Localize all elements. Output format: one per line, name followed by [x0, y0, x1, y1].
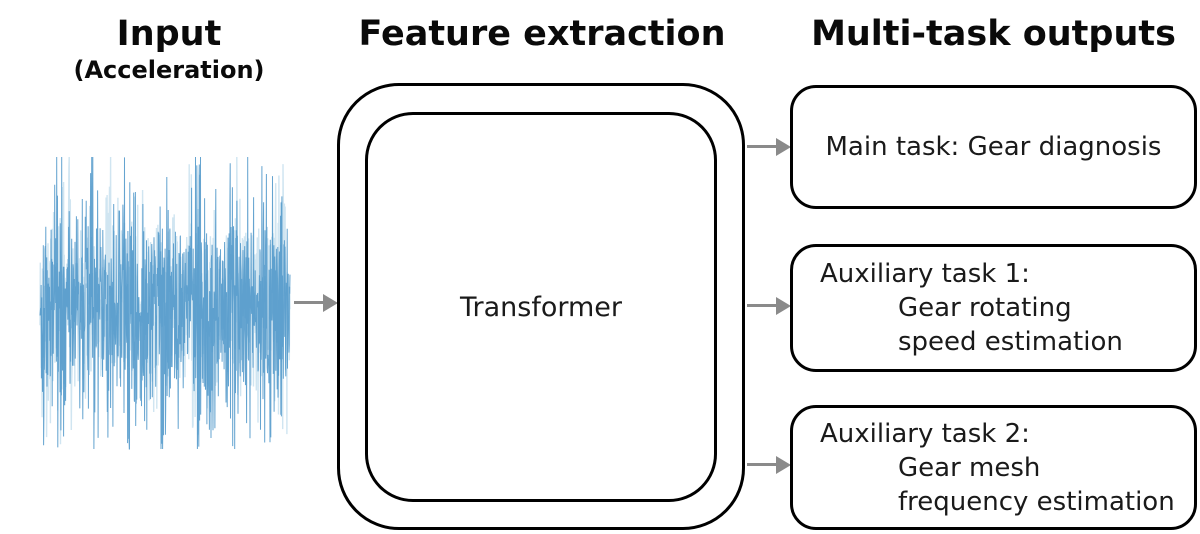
arrow-head-icon: [776, 138, 791, 156]
arrow-shaft: [747, 463, 778, 466]
arrow-head-icon: [776, 297, 791, 315]
output-box-line: Auxiliary task 1:: [820, 259, 1030, 289]
feature-extraction-outer-box: Transformer: [337, 83, 745, 530]
output-box-line: Auxiliary task 2:: [820, 418, 1030, 449]
arrow-shaft: [747, 145, 778, 148]
transformer-label: Transformer: [459, 291, 622, 323]
arrow-shaft: [747, 304, 778, 307]
output-box-aux-task-2: Auxiliary task 2: Gear mesh frequency es…: [790, 405, 1197, 530]
input-subtitle: (Acceleration): [73, 56, 265, 84]
output-box-line: Main task: Gear diagnosis: [825, 132, 1162, 162]
output-box-main-task: Main task: Gear diagnosis: [790, 85, 1197, 209]
output-box-line: Gear mesh: [898, 452, 1041, 483]
acceleration-waveform: [39, 156, 291, 450]
waveform-trace-main: [39, 156, 291, 450]
feature-extraction-inner-box: Transformer: [365, 112, 717, 502]
input-column-title: Input: [116, 14, 222, 54]
multi-task-outputs-title: Multi-task outputs: [811, 14, 1176, 54]
output-box-line: speed estimation: [898, 327, 1123, 357]
arrow-shaft: [294, 301, 325, 304]
feature-extraction-title: Feature extraction: [358, 14, 726, 54]
arrow-head-icon: [776, 456, 791, 474]
arrow-head-icon: [323, 294, 338, 312]
output-box-line: frequency estimation: [898, 486, 1175, 517]
output-box-line: Gear rotating: [898, 293, 1072, 323]
output-box-aux-task-1: Auxiliary task 1: Gear rotating speed es…: [790, 244, 1197, 372]
